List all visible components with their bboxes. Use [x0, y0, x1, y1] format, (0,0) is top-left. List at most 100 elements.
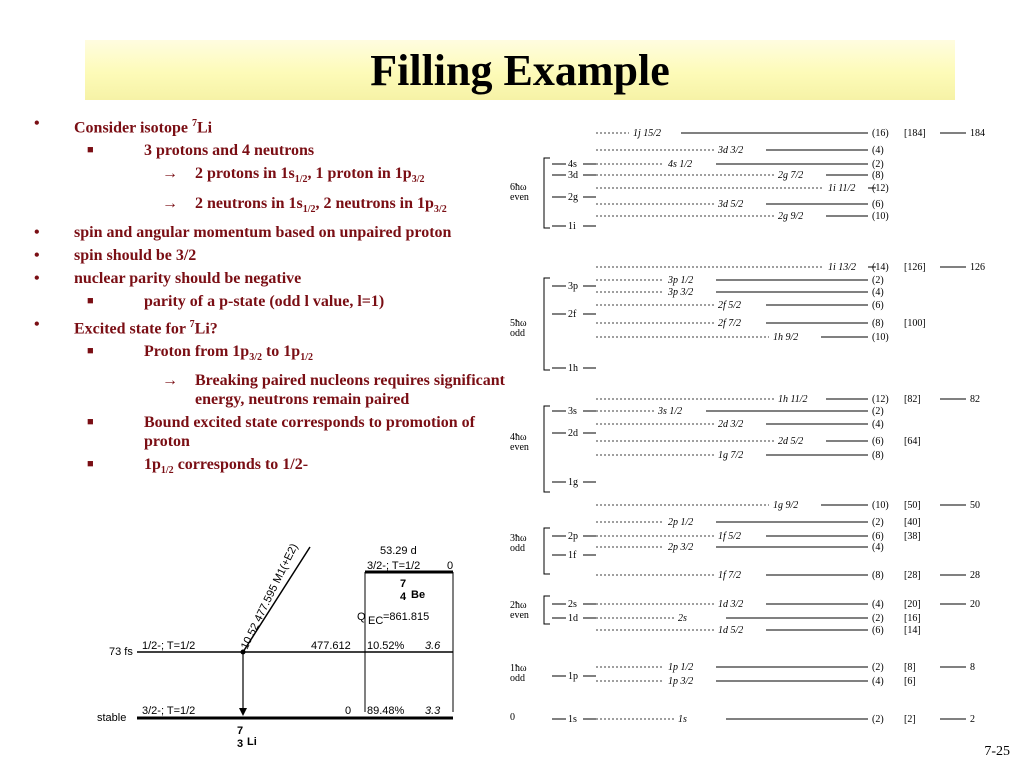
group-brace	[543, 595, 550, 625]
daughter-mass: 7	[237, 725, 243, 737]
bullet-text: nuclear parity should be negative	[74, 269, 302, 287]
bullet-text: Li	[196, 119, 213, 137]
bullet-text: Excited state for	[74, 320, 190, 338]
magic-number: 20	[970, 599, 980, 610]
bullet-text: 3/2	[411, 174, 425, 186]
bullet-item: •nuclear parity should be negative	[22, 269, 512, 288]
daughter-z: 3	[237, 738, 243, 750]
nlj-level-label: 2d 3/2	[718, 419, 743, 430]
oscillator-level-label: 1s	[568, 714, 577, 725]
shell-group-label: 2ħω	[510, 600, 527, 611]
ground-level-label: 3/2-; T=1/2	[142, 705, 195, 717]
nlj-level-label: 4s 1/2	[668, 159, 692, 170]
bullet-item: ■Bound excited state corresponds to prom…	[22, 413, 512, 451]
shell-group-label: 0	[510, 712, 515, 723]
nlj-level-label: 1i 11/2	[828, 183, 855, 194]
bullet-text: spin should be 3/2	[74, 246, 197, 264]
nlj-level-label: 3p 1/2	[667, 275, 693, 286]
bullet-text: spin and angular momentum based on unpai…	[74, 223, 452, 241]
square-bullet-icon: ■	[87, 345, 94, 358]
parent-level-energy: 0	[447, 560, 453, 572]
bullet-item: •Excited state for 7Li?	[22, 315, 512, 338]
nlj-level-label: 2f 7/2	[718, 318, 741, 329]
gamma-arrow-head	[239, 708, 247, 716]
occupancy-label: (6)	[872, 300, 884, 311]
shell-group-parity: even	[510, 192, 529, 203]
bullet-text: to 1p	[261, 343, 301, 361]
ground-branch: 89.48%	[367, 705, 405, 717]
excited-level-energy: 477.612	[311, 640, 351, 652]
nlj-level-label: 3p 3/2	[667, 287, 693, 298]
shell-group-label: 3ħω	[510, 533, 527, 544]
round-bullet-icon: •	[34, 223, 40, 241]
occupancy-label: (6)	[872, 531, 884, 542]
shell-group-label: 4ħω	[510, 432, 527, 443]
cumulative-count: [14]	[904, 625, 921, 636]
nlj-level-label: 1d 5/2	[718, 625, 743, 636]
oscillator-level-label: 3d	[568, 170, 578, 181]
bullet-item: • spin and angular momentum based on unpa…	[22, 223, 512, 242]
bullet-text: Bound excited state corresponds to promo…	[144, 414, 475, 451]
bullet-item: →2 neutrons in 1s1/2, 2 neutrons in 1p3/…	[22, 194, 512, 219]
ground-level-energy: 0	[345, 705, 351, 717]
q-ec-sub: EC	[368, 615, 383, 627]
gamma-label: 10.52 477.595 M1(+E2)	[239, 542, 301, 651]
square-bullet-icon: ■	[87, 294, 94, 307]
bullet-list: •Consider isotope 7Li■3 protons and 4 ne…	[22, 114, 512, 484]
gamma-transition-line	[242, 546, 311, 653]
nlj-level-label: 1d 3/2	[718, 599, 743, 610]
nlj-level-label: 1p 1/2	[668, 662, 693, 673]
q-ec-label: Q	[357, 611, 366, 623]
bullet-text: 1/2	[300, 352, 313, 364]
oscillator-level-label: 1f	[568, 550, 577, 561]
bullet-text: parity of a p-state (odd l value, l=1)	[144, 292, 385, 310]
occupancy-label: (2)	[872, 662, 884, 673]
group-brace	[543, 527, 550, 575]
bullet-text: , 1 proton in 1p	[307, 165, 412, 183]
bullet-text: 3 protons and 4 neutrons	[144, 142, 315, 160]
excited-logft: 3.6	[425, 640, 441, 652]
bullet-text: 1/2	[160, 465, 174, 477]
nlj-level-label: 3s 1/2	[657, 406, 682, 417]
occupancy-label: (2)	[872, 613, 884, 624]
occupancy-label: (4)	[872, 676, 884, 687]
group-brace	[543, 277, 550, 371]
cumulative-count: [2]	[904, 714, 916, 725]
nlj-level-label: 2s	[678, 613, 687, 624]
oscillator-level-label: 1p	[568, 671, 578, 682]
cumulative-count: [28]	[904, 570, 921, 581]
bullet-item: •Consider isotope 7Li	[22, 114, 512, 137]
magic-number: 28	[970, 570, 980, 581]
shell-group-parity: odd	[510, 543, 525, 554]
nlj-level-label: 1g 9/2	[773, 500, 798, 511]
magic-number: 184	[970, 128, 985, 139]
nlj-level-label: 1i 13/2	[828, 262, 856, 273]
magic-number: 8	[970, 662, 975, 673]
cumulative-count: [20]	[904, 599, 921, 610]
occupancy-label: (6)	[872, 199, 884, 210]
occupancy-label: (6)	[872, 436, 884, 447]
excited-branch: 10.52%	[367, 640, 405, 652]
shell-group-parity: even	[510, 442, 529, 453]
excited-halflife: 73 fs	[109, 646, 133, 658]
shell-group-parity: odd	[510, 328, 525, 339]
occupancy-label: (2)	[872, 714, 884, 725]
cumulative-count: [40]	[904, 517, 921, 528]
nlj-level-label: 1f 7/2	[718, 570, 741, 581]
bullet-text: Li?	[194, 320, 218, 338]
cumulative-count: [126]	[904, 262, 926, 273]
nlj-level-label: 2g 7/2	[778, 170, 803, 181]
nlj-level-label: 2g 9/2	[778, 211, 803, 222]
shell-group-label: 5ħω	[510, 318, 527, 329]
occupancy-label: (2)	[872, 275, 884, 286]
oscillator-level-label: 2s	[568, 599, 577, 610]
square-bullet-icon: ■	[87, 458, 94, 471]
parent-z: 4	[400, 591, 407, 603]
cumulative-count: [64]	[904, 436, 921, 447]
occupancy-label: (8)	[872, 318, 884, 329]
bullet-item: ■3 protons and 4 neutrons	[22, 141, 512, 160]
bullet-text: Consider isotope	[74, 119, 192, 137]
oscillator-level-label: 4s	[568, 159, 577, 170]
bullet-text: corresponds to 1/2-	[173, 456, 309, 474]
daughter-symbol: Li	[247, 736, 257, 748]
